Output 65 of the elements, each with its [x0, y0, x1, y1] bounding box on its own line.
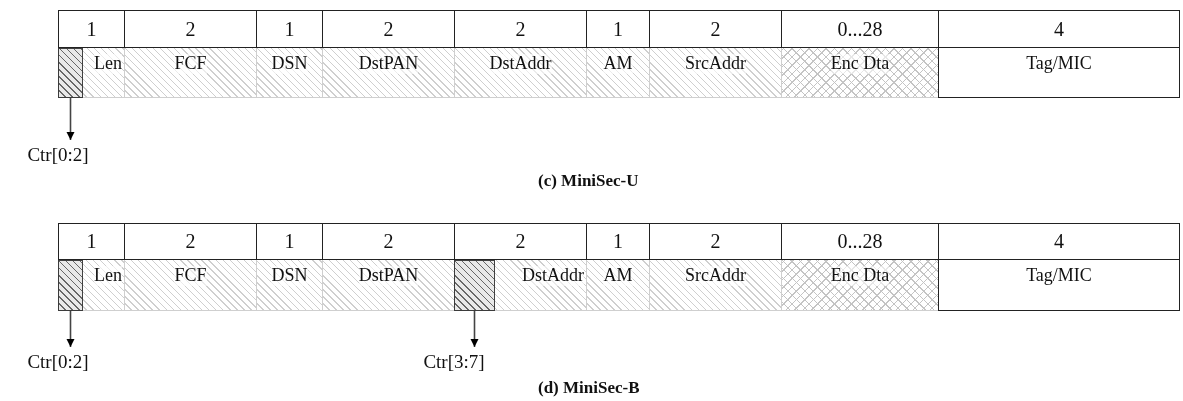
- field-name: SrcAddr: [685, 54, 746, 74]
- byte-count: 1: [58, 223, 124, 260]
- field-name: DSN: [271, 54, 308, 74]
- field-name: Tag/MIC: [1026, 54, 1092, 74]
- packet-field: [454, 223, 586, 311]
- packet-field: [454, 10, 586, 98]
- field-name: DstPAN: [358, 54, 419, 74]
- packet-field: [322, 223, 454, 311]
- packet-field: [781, 10, 938, 98]
- packet-field: [649, 10, 781, 98]
- byte-count: 1: [256, 223, 322, 260]
- counter-box: [58, 48, 83, 98]
- field-name: Len: [94, 54, 122, 74]
- field-name: DstPAN: [358, 266, 419, 286]
- counter-box: [58, 260, 83, 311]
- arrow: [66, 310, 75, 348]
- byte-count: 1: [586, 223, 649, 260]
- packet-field: [938, 223, 1180, 311]
- field-name: AM: [603, 54, 633, 74]
- figure-caption: (d) MiniSec-B: [538, 378, 640, 398]
- byte-count: 4: [938, 10, 1180, 48]
- arrow: [470, 310, 479, 348]
- packet-field: [586, 10, 649, 98]
- arrow: [66, 97, 75, 141]
- packet-field: [58, 10, 124, 98]
- field-name: SrcAddr: [685, 266, 746, 286]
- byte-count: 2: [322, 10, 454, 48]
- byte-count: 2: [649, 223, 781, 260]
- packet-field: [781, 223, 938, 311]
- field-name: Tag/MIC: [1026, 266, 1092, 286]
- counter-box: [454, 260, 495, 311]
- packet-field: [586, 223, 649, 311]
- packet-field: [58, 223, 124, 311]
- byte-count: 0...28: [781, 10, 938, 48]
- byte-count: 2: [322, 223, 454, 260]
- byte-count: 1: [256, 10, 322, 48]
- field-name: FCF: [174, 54, 207, 74]
- field-name: Enc Dta: [830, 54, 890, 74]
- byte-count: 2: [649, 10, 781, 48]
- figure-caption: (c) MiniSec-U: [538, 171, 639, 191]
- field-name: Enc Dta: [830, 266, 890, 286]
- counter-label: Ctr[0:2]: [6, 349, 110, 375]
- packet-field: [322, 10, 454, 98]
- byte-count: 2: [454, 223, 586, 260]
- packet-field: [938, 10, 1180, 98]
- byte-count: 1: [586, 10, 649, 48]
- counter-label: Ctr[0:2]: [6, 142, 110, 168]
- packet-field: [124, 10, 256, 98]
- byte-count: 0...28: [781, 223, 938, 260]
- packet-field: [649, 223, 781, 311]
- counter-label: Ctr[3:7]: [400, 349, 508, 375]
- field-name: AM: [603, 266, 633, 286]
- byte-count: 4: [938, 223, 1180, 260]
- field-name: DstAddr: [522, 266, 584, 286]
- byte-count: 1: [58, 10, 124, 48]
- byte-count: 2: [124, 10, 256, 48]
- byte-count: 2: [124, 223, 256, 260]
- field-name: DstAddr: [489, 54, 552, 74]
- field-name: Len: [94, 266, 122, 286]
- byte-count: 2: [454, 10, 586, 48]
- packet-field: [124, 223, 256, 311]
- packet-field: [256, 10, 322, 98]
- packet-field: [256, 223, 322, 311]
- field-name: FCF: [174, 266, 207, 286]
- field-name: DSN: [271, 266, 308, 286]
